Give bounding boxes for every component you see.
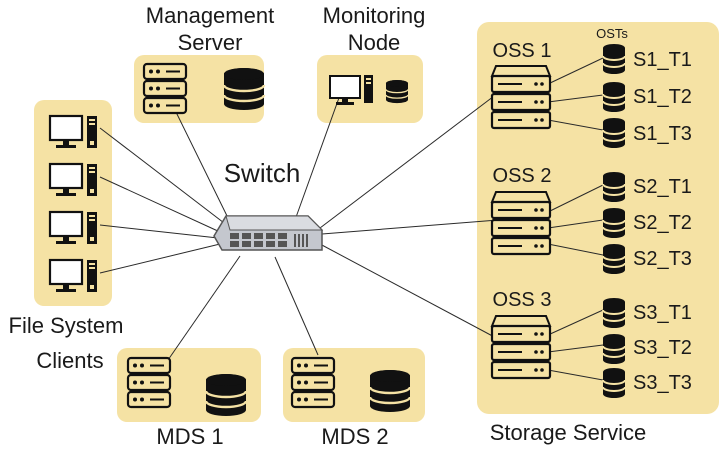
management-server-label-line1: Management	[146, 3, 274, 28]
mds1-label: MDS 1	[156, 424, 223, 449]
monitoring-node-icon	[329, 75, 373, 105]
ost-label: S1_T3	[633, 123, 692, 145]
ost-disk-icon	[602, 297, 626, 329]
database-icon	[222, 66, 266, 112]
mds1-server-icon	[126, 356, 172, 409]
oss3-server-icon	[490, 314, 552, 380]
ost-label: S1_T1	[633, 49, 692, 71]
management-server-label-line2: Server	[178, 30, 243, 55]
ost-disk-icon	[602, 81, 626, 113]
ost-disk-icon	[602, 243, 626, 275]
oss3-label: OSS 3	[493, 289, 552, 311]
clients-label-line1: File System	[9, 313, 124, 338]
ost-label: S2_T1	[633, 176, 692, 198]
ost-label: S3_T1	[633, 302, 692, 324]
ost-disk-icon	[602, 207, 626, 239]
ost-label: S2_T3	[633, 248, 692, 270]
ost-disk-icon	[602, 117, 626, 149]
database-icon	[385, 79, 409, 104]
management-server-icon	[142, 62, 188, 115]
ost-disk-icon	[602, 171, 626, 203]
switch-label: Switch	[224, 158, 301, 188]
clients-label-line2: Clients	[36, 348, 103, 373]
osts-label: OSTs	[596, 26, 628, 41]
links	[99, 57, 604, 381]
oss2-label: OSS 2	[493, 165, 552, 187]
ost-label: S3_T2	[633, 337, 692, 359]
database-icon	[204, 372, 248, 418]
switch-icon	[213, 215, 324, 251]
mds2-server-icon	[290, 356, 336, 409]
ost-disk-icon	[602, 367, 626, 399]
ost-label: S2_T2	[633, 212, 692, 234]
database-icon	[368, 368, 412, 414]
ost-disk-icon	[602, 333, 626, 365]
oss1-label: OSS 1	[493, 40, 552, 62]
storage-service-label: Storage Service	[490, 420, 647, 445]
monitoring-node-label-line1: Monitoring	[323, 3, 426, 28]
ost-label: S3_T3	[633, 372, 692, 394]
ost-disk-icon	[602, 43, 626, 75]
oss2-server-icon	[490, 190, 552, 256]
oss1-server-icon	[490, 64, 552, 130]
mds2-label: MDS 2	[321, 424, 388, 449]
clients-panel	[34, 100, 112, 306]
ost-label: S1_T2	[633, 86, 692, 108]
monitoring-node-label-line2: Node	[348, 30, 401, 55]
